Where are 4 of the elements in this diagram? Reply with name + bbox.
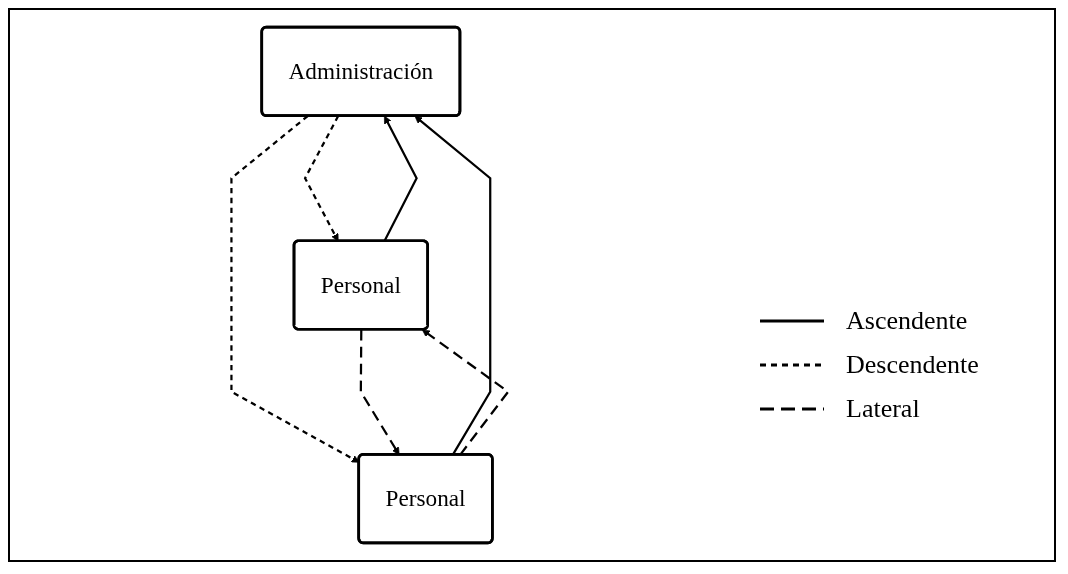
arrow (230, 115, 360, 463)
legend-label: Descendente (846, 350, 979, 380)
legend-label: Lateral (846, 394, 920, 424)
legend-label: Ascendente (846, 306, 968, 336)
